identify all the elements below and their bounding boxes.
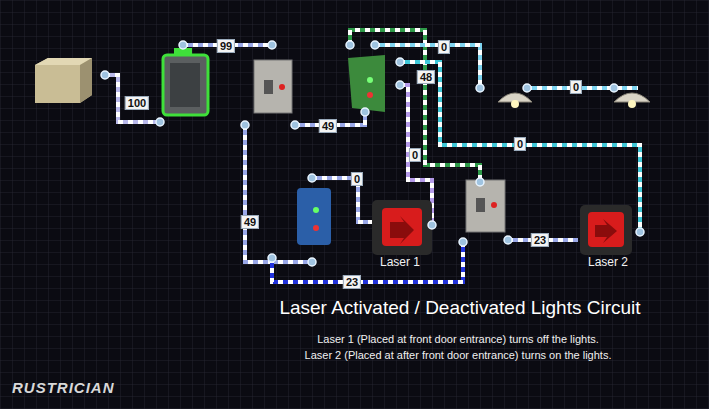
diagram-title: Laser Activated / Deactivated Lights Cir…	[279, 297, 640, 319]
wire-value: 48	[417, 70, 435, 84]
wire-value: 0	[514, 137, 526, 151]
battery	[35, 58, 92, 103]
laser-label: Laser 1	[380, 255, 420, 269]
wire	[272, 242, 463, 282]
wire	[527, 86, 638, 90]
wire	[105, 75, 160, 122]
laser-label: Laser 2	[588, 255, 628, 269]
caption-line: Laser 1 (Placed at front door entrance) …	[317, 333, 599, 345]
wire-value: 0	[438, 40, 450, 54]
wire-value: 0	[351, 172, 363, 186]
wire-dash	[105, 75, 160, 122]
wire-dash	[527, 86, 638, 90]
wire-dash	[375, 45, 480, 88]
electrical-branch	[163, 48, 208, 115]
wire-value: 49	[319, 119, 337, 133]
ports	[101, 41, 644, 266]
watermark: RUSTRICIAN	[12, 379, 115, 396]
switch-panel	[254, 60, 292, 113]
ceiling-lights	[498, 93, 650, 108]
caption-line: Laser 2 (Placed at after front door entr…	[305, 349, 612, 361]
wire-value: 49	[241, 215, 259, 229]
logic-panel	[466, 180, 505, 232]
wire-value: 0	[570, 80, 582, 94]
laser-node: Laser 1	[380, 255, 420, 269]
memory-cell	[297, 188, 331, 245]
wire-value: 100	[125, 96, 149, 110]
laser-node: Laser 2	[588, 255, 628, 269]
wire	[375, 45, 480, 88]
wire-value: 0	[409, 148, 421, 162]
splitter	[348, 55, 385, 112]
wire-value: 23	[531, 233, 549, 247]
wire-dash	[272, 242, 463, 282]
wire-value: 99	[217, 39, 235, 53]
wire-value: 23	[343, 275, 361, 289]
